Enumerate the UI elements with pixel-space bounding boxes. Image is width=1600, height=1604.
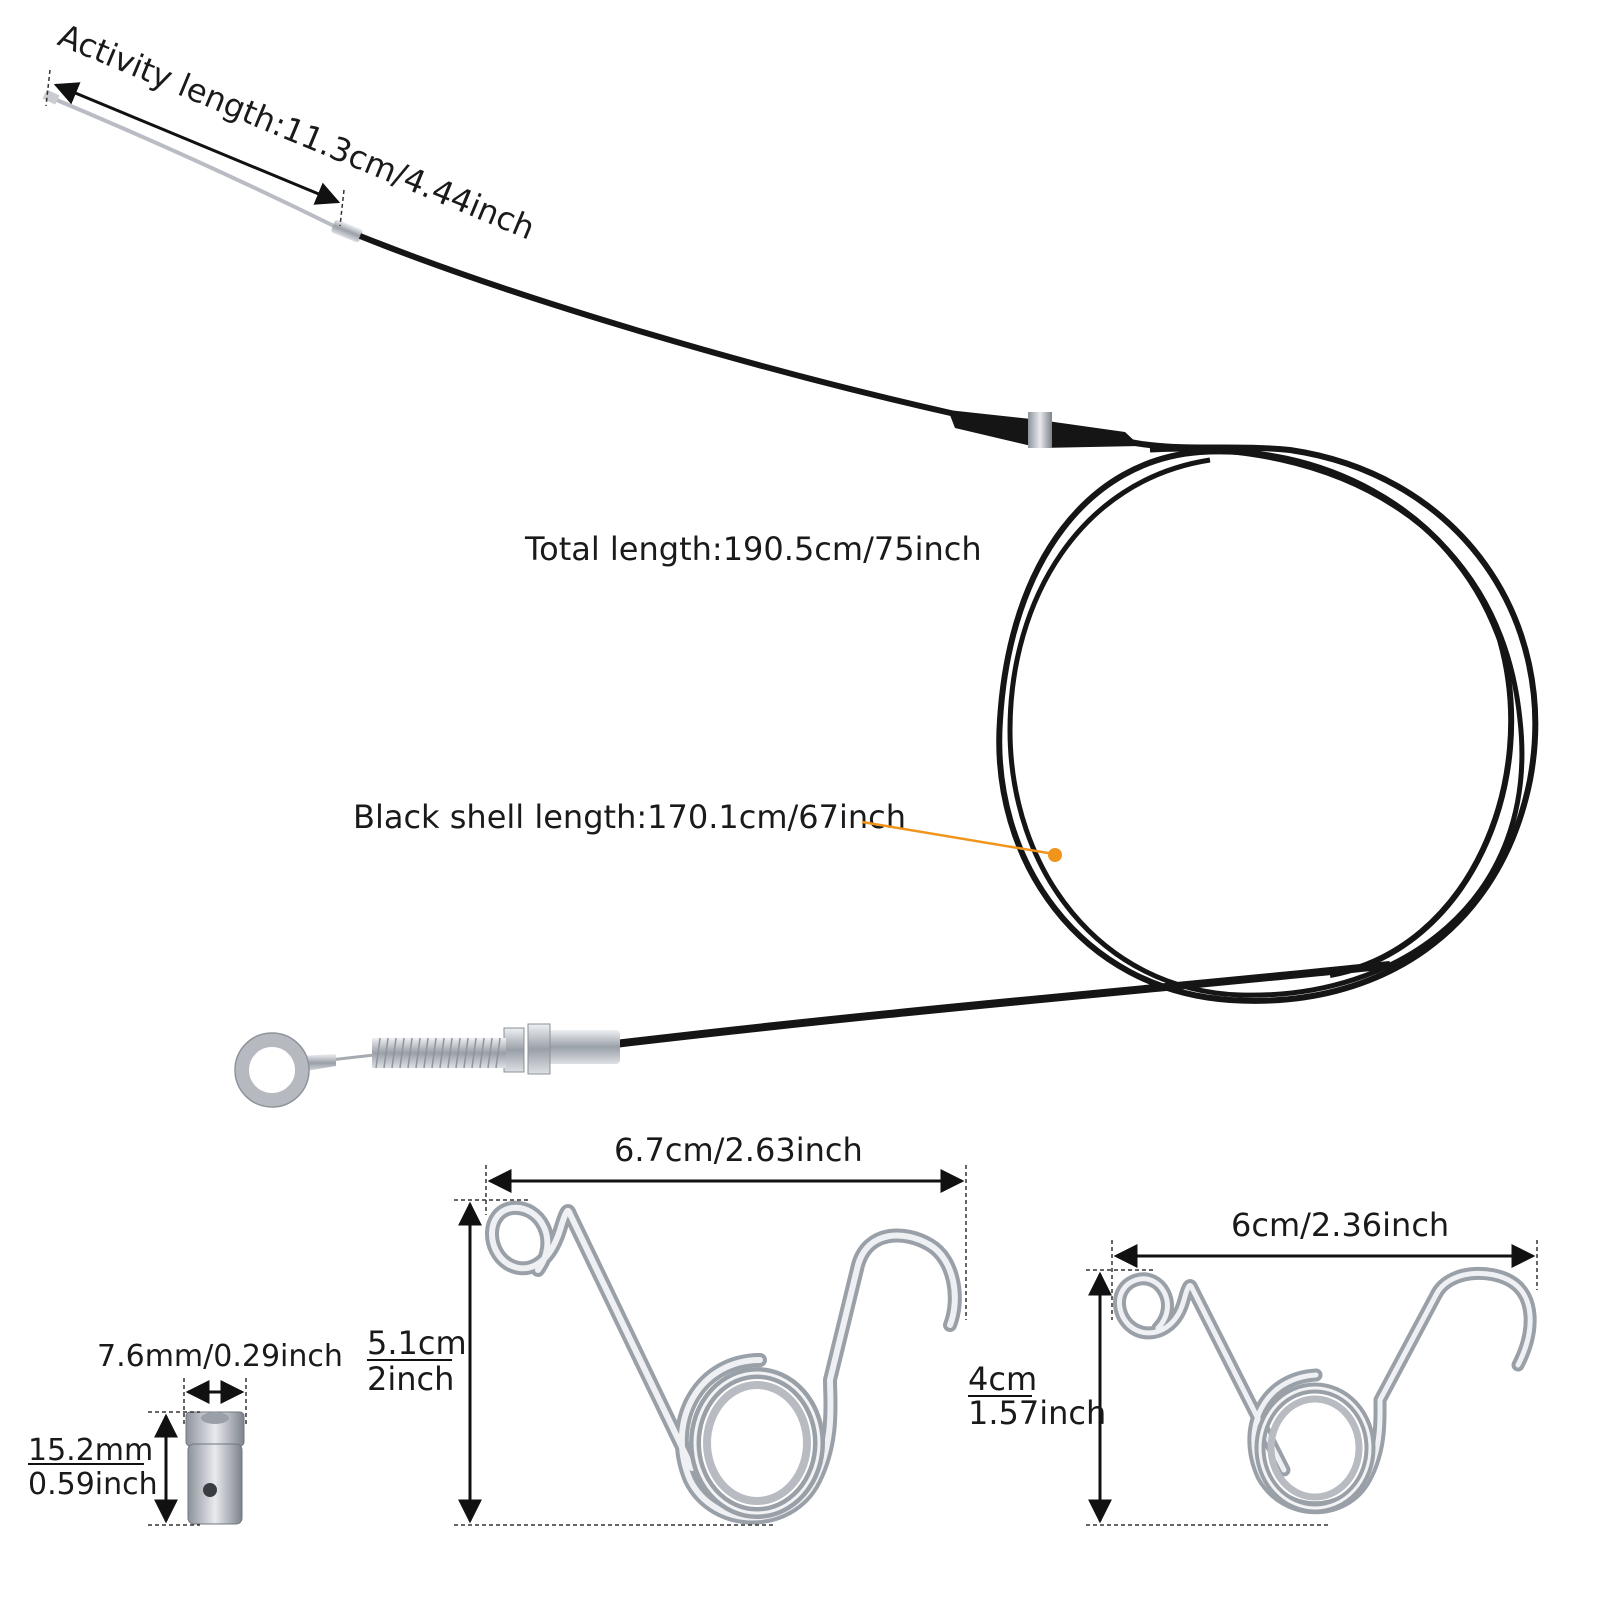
large-spring-height-cm-label: 5.1cm [367,1324,467,1362]
cable-shell-lower [614,961,1391,1048]
cable-end-sleeve [548,1030,620,1064]
stop-height-mm-label: 15.2mm [28,1433,153,1468]
large-spring-height-in-label: 2inch [367,1360,454,1398]
total-length-label: Total length:190.5cm/75inch [524,530,982,568]
small-spring-height-in-label: 1.57inch [968,1394,1106,1432]
hex-nut-2 [503,1027,525,1073]
leader-line [861,820,1055,856]
wire-ferrule [331,219,363,243]
wire-to-eyelet [329,1053,375,1062]
small-spring-width-label: 6cm/2.36inch [1231,1206,1449,1244]
stop-width-label: 7.6mm/0.29inch [97,1339,343,1374]
large-spring-width-label: 6.7cm/2.63inch [614,1131,863,1169]
eyelet-ring-edge [234,1032,310,1108]
stop-height-in-label: 0.59inch [28,1467,158,1502]
cable-stop-part: 7.6mm/0.29inch 15.2mm 0.59inch [28,1339,343,1526]
large-spring-part: 6.7cm/2.63inch 5.1cm 2inch [367,1131,967,1526]
cable-shell-upper [358,233,956,417]
black-shell-length-label: Black shell length:170.1cm/67inch [353,798,906,836]
eyelet-ring [235,1033,309,1107]
cable-shell-coil-2 [1007,446,1525,998]
thread-lines [375,1037,501,1069]
adjuster-ring [1028,412,1052,448]
torsion-spring-icon-large [485,1200,962,1525]
leader-dot [1048,848,1062,862]
small-spring-height-cm-label: 4cm [968,1360,1037,1398]
torsion-spring-icon-small [1113,1266,1537,1515]
cable-stop-screw-icon [185,1411,245,1525]
hex-nut-1 [527,1023,551,1075]
small-spring-part: 6cm/2.36inch 4cm 1.57inch [968,1206,1538,1526]
black-shell-callout: Black shell length:170.1cm/67inch [353,798,1062,862]
throttle-cable [42,89,1539,1108]
activity-length-dimension: Activity length:11.3cm/4.44inch [45,16,540,247]
wire-end-tip [42,89,60,105]
